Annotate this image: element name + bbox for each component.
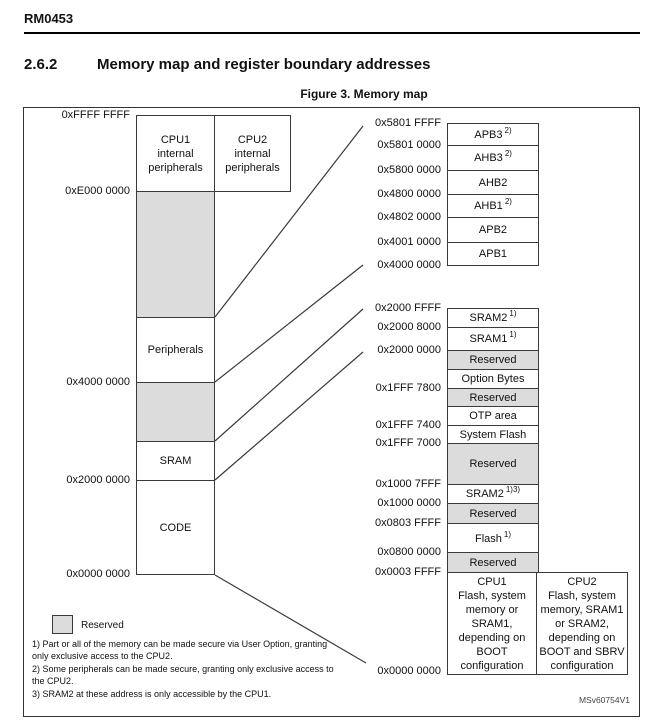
address-label: 0x4802 0000 bbox=[377, 211, 441, 223]
memory-block-label: SRAM1 bbox=[469, 333, 508, 345]
address-label: 0x0003 FFFF bbox=[374, 566, 441, 578]
footnote-ref: 1) bbox=[509, 309, 517, 318]
footnote-ref: 1) bbox=[503, 529, 512, 539]
memory-block-label: Flash bbox=[474, 532, 502, 545]
bus-block-apb2: APB2 bbox=[447, 217, 539, 243]
bus-block-label: AHB2 bbox=[478, 176, 508, 189]
address-label: 0x4001 0000 bbox=[377, 236, 441, 248]
footnote-2: 2) Some peripherals can be made secure, … bbox=[32, 664, 334, 686]
bus-block-label: APB2 bbox=[478, 224, 508, 236]
bus-block-label: APB3 bbox=[474, 128, 503, 141]
address-label: 0x2000 0000 bbox=[377, 344, 441, 356]
address-label: 0x1FFF 7000 bbox=[375, 437, 441, 449]
memory-block-option-bytes: Option Bytes bbox=[447, 369, 539, 389]
address-label: 0x0800 0000 bbox=[377, 546, 441, 558]
memory-block-reserved bbox=[136, 382, 215, 442]
memory-block-otp-area: OTP area bbox=[447, 406, 539, 426]
section-number: 2.6.2 bbox=[24, 56, 58, 73]
memory-block-label: SRAM2 bbox=[465, 488, 504, 500]
memory-block-cpu1-boot: CPU1 Flash, system memory or SRAM1, depe… bbox=[447, 572, 537, 675]
footnote-1: 1) Part or all of the memory can be made… bbox=[32, 639, 328, 661]
address-label: 0x2000 8000 bbox=[377, 321, 441, 333]
address-label: 0x0803 FFFF bbox=[374, 517, 441, 529]
memory-block-reserved: Reserved bbox=[447, 388, 539, 407]
memory-block-reserved bbox=[136, 191, 215, 318]
memory-block-code: CODE bbox=[136, 480, 215, 575]
section-title: Memory map and register boundary address… bbox=[97, 56, 431, 73]
address-label: 0x5800 0000 bbox=[377, 164, 441, 176]
memory-block-peripherals: Peripherals bbox=[136, 317, 215, 383]
reserved-legend-swatch bbox=[52, 615, 73, 634]
memory-block-cpu2-boot: CPU2 Flash, system memory, SRAM1 or SRAM… bbox=[536, 572, 628, 675]
bus-block-apb1: APB1 bbox=[447, 242, 539, 266]
address-label: 0x1FFF 7400 bbox=[375, 419, 441, 431]
footnote-ref: 1) bbox=[509, 330, 517, 339]
address-label: 0x4800 0000 bbox=[377, 188, 441, 200]
figure-watermark: MSv60754V1 bbox=[578, 695, 630, 705]
memory-block-cpu1-internal-peripherals: CPU1 internal peripherals bbox=[136, 115, 215, 192]
address-label: 0x2000 0000 bbox=[66, 474, 130, 486]
memory-block-reserved: Reserved bbox=[447, 552, 539, 573]
footnote-ref: 1)3) bbox=[505, 485, 521, 494]
figure-caption: Figure 3. Memory map bbox=[300, 87, 428, 101]
memory-block-label: SRAM2 bbox=[469, 312, 508, 324]
footnote-ref: 2) bbox=[504, 125, 512, 135]
address-label: 0x1FFF 7800 bbox=[375, 382, 441, 394]
address-label: 0x1000 7FFF bbox=[375, 478, 441, 490]
memory-block-cpu2-internal-peripherals: CPU2 internal peripherals bbox=[214, 115, 291, 192]
reserved-legend-label: Reserved bbox=[81, 620, 124, 631]
address-label: 0x0000 0000 bbox=[66, 568, 130, 580]
memory-block-reserved: Reserved bbox=[447, 503, 539, 524]
address-label: 0xE000 0000 bbox=[65, 185, 130, 197]
footnote-3: 3) SRAM2 at these address is only access… bbox=[32, 689, 272, 699]
address-label: 0x5801 0000 bbox=[377, 139, 441, 151]
header-rule bbox=[24, 32, 640, 34]
address-label: 0xFFFF FFFF bbox=[61, 109, 130, 121]
bus-block-label: APB1 bbox=[478, 248, 508, 260]
memory-block-system-flash: System Flash bbox=[447, 425, 539, 444]
address-label: 0x0000 0000 bbox=[377, 665, 441, 677]
memory-block-sram: SRAM bbox=[136, 441, 215, 481]
bus-block-label: AHB3 bbox=[474, 152, 503, 164]
address-label: 0x1000 0000 bbox=[377, 497, 441, 509]
document-reference: RM0453 bbox=[24, 11, 74, 26]
memory-block-reserved: Reserved bbox=[447, 350, 539, 370]
footnote-ref: 2) bbox=[504, 197, 512, 206]
memory-block-reserved: Reserved bbox=[447, 443, 539, 485]
bus-block-label: AHB1 bbox=[474, 200, 503, 212]
address-label: 0x4000 0000 bbox=[377, 259, 441, 271]
address-label: 0x4000 0000 bbox=[66, 376, 130, 388]
address-label: 0x2000 FFFF bbox=[374, 302, 441, 314]
bus-block-ahb2: AHB2 bbox=[447, 170, 539, 195]
address-label: 0x5801 FFFF bbox=[374, 117, 441, 129]
footnote-ref: 2) bbox=[504, 149, 512, 158]
